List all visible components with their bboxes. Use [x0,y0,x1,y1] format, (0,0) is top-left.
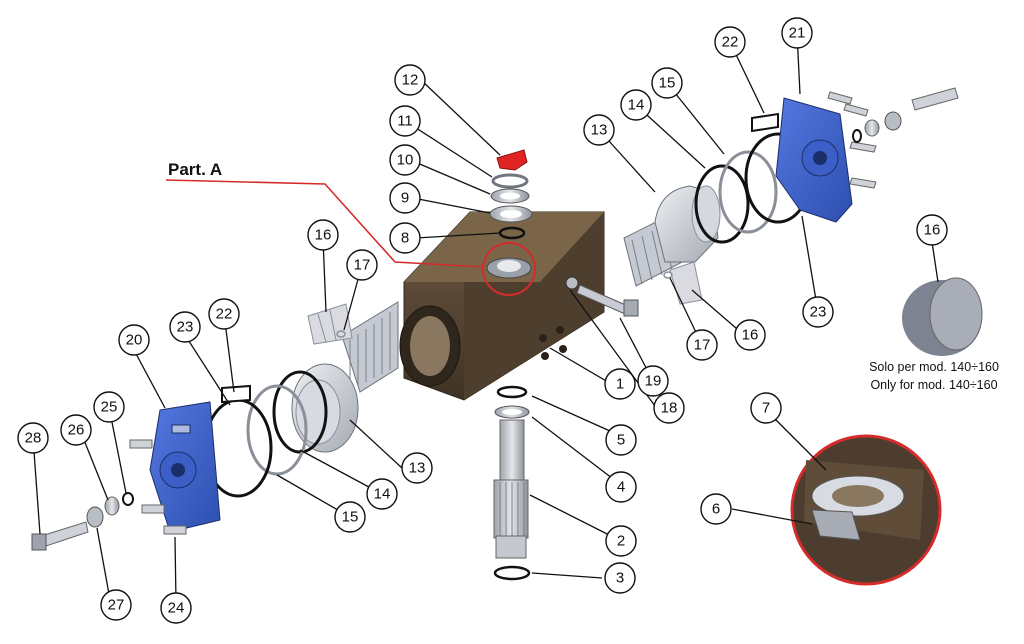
right-end-cap-fasteners [827,87,959,189]
left-end-cap [149,401,221,533]
svg-text:16: 16 [742,327,759,344]
top-stack-parts [489,149,533,240]
svg-text:10: 10 [397,152,414,169]
svg-text:12: 12 [402,72,419,89]
callout-23-left: 23 [169,311,201,343]
svg-text:15: 15 [659,75,676,92]
svg-text:20: 20 [126,332,143,349]
svg-text:21: 21 [789,25,806,42]
svg-text:26: 26 [68,422,85,439]
callout-7: 7 [750,392,782,424]
callout-1: 1 [604,368,636,400]
callout-16-insert: 16 [916,214,948,246]
callout-9: 9 [389,182,421,214]
note-english: Only for mod. 140÷160 [870,378,998,392]
right-piston [623,185,721,305]
right-sealing-plate [751,112,779,133]
cylinder-insert [902,277,983,356]
svg-text:1: 1 [616,376,624,393]
callout-10: 10 [389,144,421,176]
left-sealing-plate [221,384,251,404]
svg-text:18: 18 [661,400,678,417]
left-end-cap-fasteners [31,439,187,551]
callout-25: 25 [93,391,125,423]
svg-text:14: 14 [374,486,391,503]
right-guide-band [718,150,778,234]
drive-shaft [493,385,531,581]
callout-17-left: 17 [346,249,378,281]
callout-26: 26 [60,414,92,446]
callout-12: 12 [394,64,426,96]
detail-inset [790,434,942,586]
left-guide-band [246,384,308,476]
svg-text:23: 23 [810,304,827,321]
svg-text:11: 11 [397,113,413,130]
svg-text:5: 5 [617,432,625,449]
callout-22-right: 22 [714,26,746,58]
svg-text:22: 22 [216,306,233,323]
callout-15-right: 15 [651,67,683,99]
svg-text:15: 15 [342,509,359,526]
callout-14-right: 14 [620,89,652,121]
svg-text:6: 6 [712,501,720,518]
svg-text:2: 2 [617,533,625,550]
callout-21: 21 [781,17,813,49]
svg-text:16: 16 [315,227,332,244]
svg-text:9: 9 [401,190,409,207]
svg-text:3: 3 [616,570,624,587]
callout-11: 11 [389,105,421,137]
callout-3: 3 [604,562,636,594]
callout-5: 5 [605,424,637,456]
actuator-body [399,211,605,401]
svg-text:27: 27 [108,597,125,614]
svg-text:23: 23 [177,319,194,336]
svg-text:7: 7 [762,400,770,417]
callout-2: 2 [605,525,637,557]
callout-8: 8 [389,222,421,254]
callout-27: 27 [100,589,132,621]
svg-text:19: 19 [645,373,662,390]
svg-text:8: 8 [401,230,409,247]
svg-text:13: 13 [409,460,426,477]
callout-22-left: 22 [208,298,240,330]
callout-16-right: 16 [734,319,766,351]
svg-text:4: 4 [617,479,625,496]
callout-24: 24 [160,592,192,624]
callout-6: 6 [700,493,732,525]
part-a-leader [165,179,485,268]
part-a-bushing [482,242,536,296]
note-italian: Solo per mod. 140÷160 [869,360,999,374]
callout-16-left: 16 [307,219,339,251]
right-piston-oring [694,164,750,244]
callout-17-right: 17 [686,329,718,361]
left-cam-clip [307,303,353,345]
part-a-label: Part. A [168,160,223,179]
svg-text:17: 17 [354,257,371,274]
callout-4: 4 [605,471,637,503]
svg-text:24: 24 [168,600,185,617]
svg-text:22: 22 [722,34,739,51]
callout-20: 20 [118,324,150,356]
right-end-cap [775,97,853,223]
callout-13-left: 13 [401,452,433,484]
callout-28: 28 [17,422,49,454]
svg-text:17: 17 [694,337,711,354]
stop-bolt [576,284,639,317]
leader-lines [32,32,939,606]
left-piston-oring [272,370,328,454]
callout-13-right: 13 [583,114,615,146]
callout-18: 18 [653,392,685,424]
svg-text:16: 16 [924,222,941,239]
svg-text:14: 14 [628,97,645,114]
svg-text:28: 28 [25,430,42,447]
callout-15-left: 15 [334,501,366,533]
svg-text:13: 13 [591,122,608,139]
callout-19: 19 [637,365,669,397]
callout-14-left: 14 [366,478,398,510]
svg-text:25: 25 [101,399,118,416]
callout-23-right: 23 [802,296,834,328]
